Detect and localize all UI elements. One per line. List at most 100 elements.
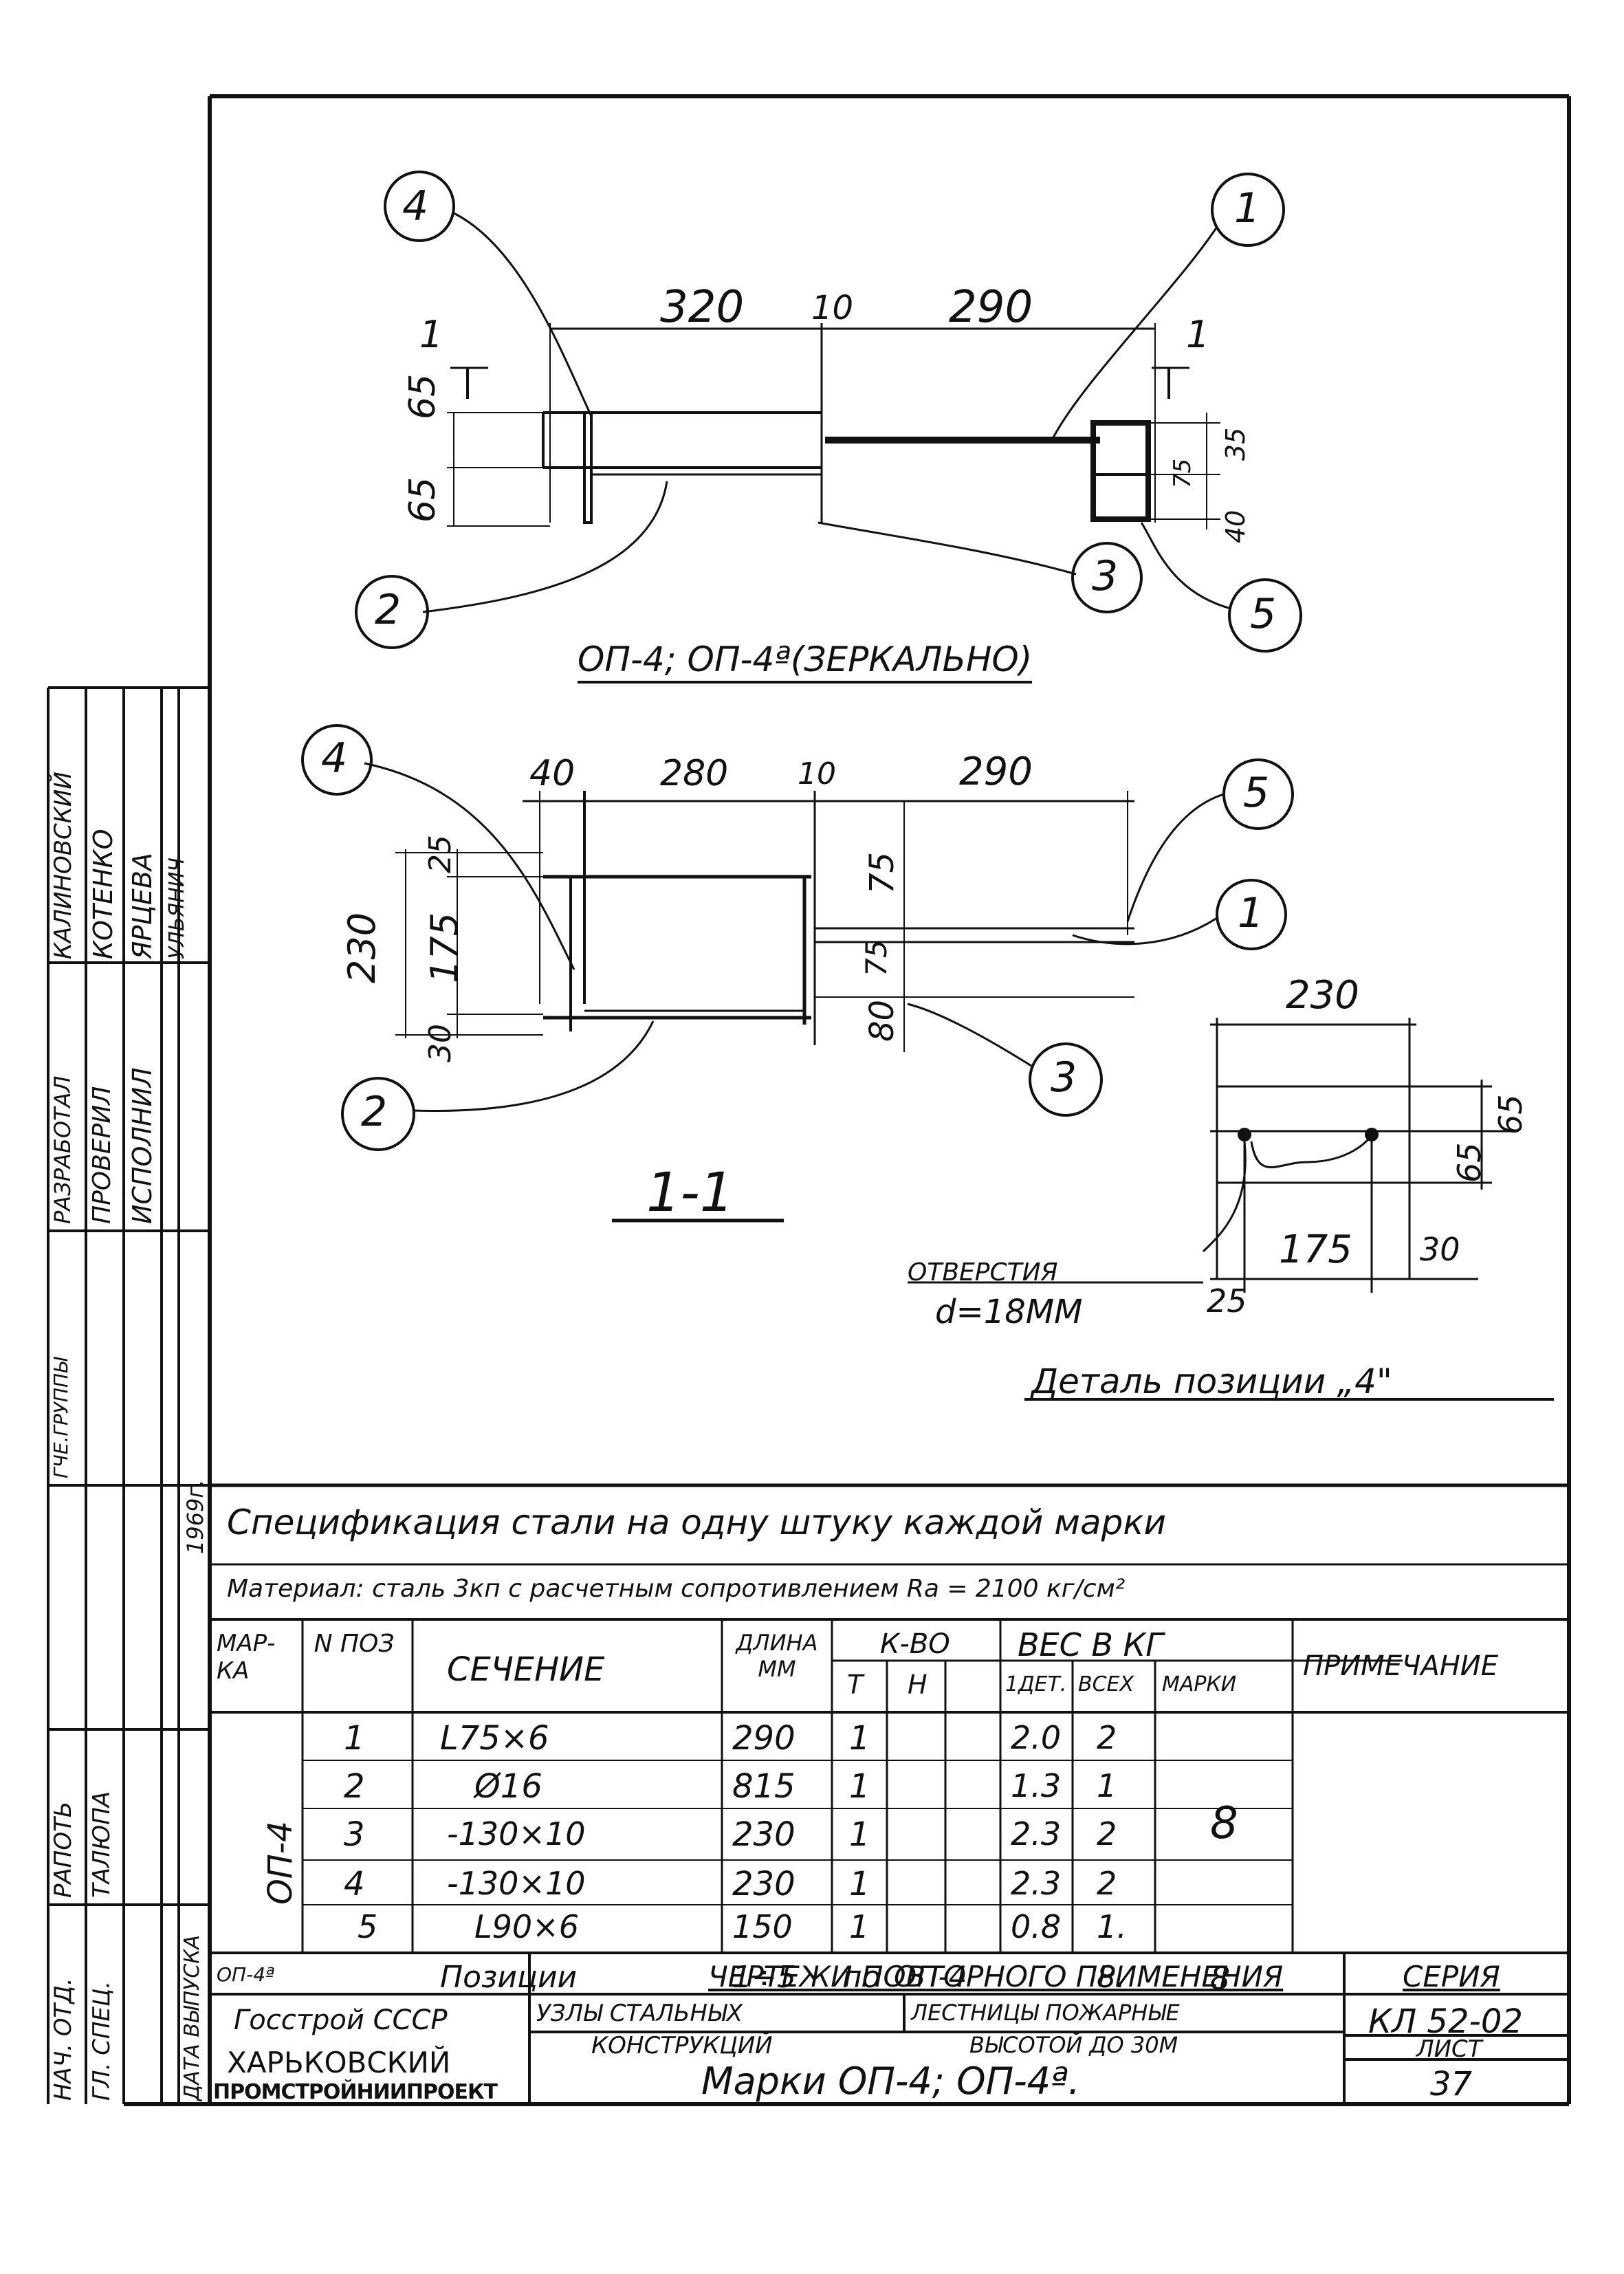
plan-callout-5: 5 bbox=[1250, 590, 1277, 638]
col-section-header: СЕЧЕНИЕ bbox=[447, 1650, 605, 1689]
section-callout-3: 3 bbox=[1051, 1053, 1077, 1102]
row1-length: 290 bbox=[732, 1719, 795, 1758]
stamp-role-3: ПРОВЕРИЛ bbox=[88, 1086, 116, 1224]
stamp-lower-role-2: ГЛ. СПЕЦ. bbox=[88, 1980, 116, 2101]
row-op4a-mark: ОП-4ª bbox=[217, 1963, 275, 1986]
stamp-name-1: КАЛИНОВСКИЙ bbox=[50, 772, 77, 959]
row3-t: 1 bbox=[849, 1815, 870, 1854]
col-note-header: ПРИМЕЧАНИЕ bbox=[1303, 1650, 1498, 1682]
plan-dim-290: 290 bbox=[949, 282, 1033, 333]
detail-drawing bbox=[908, 1018, 1513, 1293]
tb-org1: Госстрой СССР bbox=[234, 2004, 448, 2036]
section-dim-80: 80 bbox=[863, 999, 901, 1042]
stamp-lower-name-1: РАПОТЬ bbox=[50, 1801, 77, 1898]
row5-pos: 5 bbox=[358, 1908, 378, 1945]
row3-section: -130×10 bbox=[447, 1815, 586, 1852]
stamp-role-4: ИСПОЛНИЛ bbox=[127, 1067, 157, 1224]
section-callout-1: 1 bbox=[1238, 889, 1264, 937]
row-op4a-all: 8. bbox=[1097, 1960, 1126, 1995]
section-dim-230: 230 bbox=[340, 912, 384, 983]
mark-total-weight: 8 bbox=[1210, 1798, 1238, 1849]
plan-callout-3: 3 bbox=[1092, 552, 1119, 600]
tb-series-label: СЕРИЯ bbox=[1403, 1960, 1500, 1993]
col-w-mark-header: МАРКИ bbox=[1162, 1672, 1237, 1696]
row3-all: 2 bbox=[1097, 1815, 1117, 1852]
row3-det: 2.3 bbox=[1011, 1815, 1062, 1852]
row2-pos: 2 bbox=[344, 1767, 365, 1806]
row2-section: Ø16 bbox=[474, 1767, 542, 1806]
section-dim-290: 290 bbox=[959, 750, 1033, 794]
tb-org2: ХАРЬКОВСКИЙ bbox=[227, 2046, 451, 2079]
col-qty-t-header: Т bbox=[847, 1670, 864, 1700]
detail-hole-diameter: d=18ММ bbox=[935, 1293, 1083, 1331]
plan-dim-65a: 65 bbox=[402, 373, 443, 419]
section-dim-25: 25 bbox=[423, 835, 458, 873]
drawing-section bbox=[364, 762, 1225, 1112]
stamp-role-2: РАЗРАБОТАЛ bbox=[50, 1075, 76, 1224]
stamp-role-1: ГЧЕ.ГРУППЫ bbox=[50, 1357, 72, 1478]
tb-sub2b: ВЫСОТОЙ ДО 30М bbox=[969, 2032, 1178, 2058]
row5-section: L90×6 bbox=[474, 1908, 579, 1945]
section-dim-30: 30 bbox=[423, 1024, 458, 1062]
stamp-lower-role-1: НАЧ. ОТД. bbox=[50, 1978, 77, 2101]
plan-section-mark-left: 1 bbox=[419, 313, 443, 356]
row2-all: 1 bbox=[1097, 1767, 1117, 1804]
tb-sub1b: КОНСТРУКЦИЙ bbox=[591, 2032, 773, 2059]
spec-table-grid bbox=[210, 1483, 1569, 1996]
stamp-name-4: УЛЬЯНИЧ bbox=[165, 857, 189, 959]
sheet-frame bbox=[124, 94, 1571, 2106]
detail-holes bbox=[1238, 1128, 1379, 1141]
mark-op4: ОП-4 bbox=[261, 1821, 300, 1905]
row5-det: 0.8 bbox=[1011, 1908, 1062, 1945]
spec-title: Спецификация стали на одну штуку каждой … bbox=[227, 1502, 1167, 1542]
col-qty-header: К-ВО bbox=[880, 1628, 950, 1660]
section-dim-75b: 75 bbox=[859, 939, 893, 976]
row4-all: 2 bbox=[1097, 1865, 1117, 1902]
row4-pos: 4 bbox=[344, 1865, 365, 1903]
col-mark-header: МАР-КА bbox=[217, 1630, 276, 1685]
row1-det: 2.0 bbox=[1011, 1719, 1062, 1756]
tb-sub1a: УЗЛЫ СТАЛЬНЫХ bbox=[536, 2000, 743, 2027]
spec-material: Материал: сталь 3кп с расчетным сопротив… bbox=[227, 1575, 1126, 1603]
row4-t: 1 bbox=[849, 1865, 870, 1903]
stamp-lower-role-3: ДАТА ВЫПУСКА bbox=[180, 1934, 204, 2101]
row4-length: 230 bbox=[732, 1865, 795, 1903]
row1-t: 1 bbox=[849, 1719, 870, 1758]
plan-callout-2: 2 bbox=[375, 586, 402, 634]
row5-all: 1. bbox=[1097, 1908, 1127, 1945]
col-w-all-header: ВСЕХ bbox=[1078, 1672, 1134, 1696]
row3-length: 230 bbox=[732, 1815, 795, 1854]
col-length-header: ДЛИНА ММ bbox=[736, 1630, 818, 1682]
title-block-grid bbox=[528, 1953, 1569, 2104]
section-callout-4: 4 bbox=[321, 734, 348, 783]
plan-callout-4: 4 bbox=[402, 182, 429, 230]
row-op4a-length: 1÷5 bbox=[732, 1960, 796, 1995]
tb-sub2a: ЛЕСТНИЦЫ ПОЖАРНЫЕ bbox=[911, 2000, 1180, 2026]
tb-series-value: КЛ 52-02 bbox=[1368, 2002, 1523, 2041]
left-stamp-grid bbox=[47, 686, 210, 2104]
row2-length: 815 bbox=[732, 1767, 795, 1806]
section-dim-40: 40 bbox=[529, 753, 575, 794]
plan-section-mark-right: 1 bbox=[1186, 313, 1210, 356]
drawing-plan-callouts bbox=[355, 171, 1302, 653]
row4-section: -130×10 bbox=[447, 1865, 586, 1902]
detail-dim-230: 230 bbox=[1286, 973, 1359, 1018]
detail-dim-65a: 65 bbox=[1492, 1094, 1529, 1135]
detail-caption: Деталь позиции „4" bbox=[1031, 1362, 1392, 1401]
section-caption: 1-1 bbox=[646, 1162, 734, 1224]
stamp-name-3: ЯРЦЕВА bbox=[127, 853, 157, 959]
plan-dim-75: 75 bbox=[1169, 458, 1196, 488]
row-op4a-n: ОП-4 bbox=[894, 1960, 967, 1993]
drawing-plan bbox=[422, 212, 1231, 613]
row1-pos: 1 bbox=[344, 1719, 365, 1758]
section-callout-5: 5 bbox=[1243, 769, 1270, 817]
row2-det: 1.3 bbox=[1011, 1767, 1062, 1804]
tb-org3: ПРОМСТРОЙНИИПРОЕКТ bbox=[213, 2080, 498, 2104]
section-dim-280: 280 bbox=[660, 753, 729, 794]
plan-dim-320: 320 bbox=[660, 282, 745, 333]
row-op4a-mark-weight: 8 bbox=[1210, 1960, 1231, 1997]
plan-dim-10: 10 bbox=[811, 289, 854, 327]
tb-sheet-number: 37 bbox=[1430, 2065, 1473, 2103]
tb-sheet-title: Марки ОП-4; ОП-4ª. bbox=[701, 2059, 1080, 2103]
